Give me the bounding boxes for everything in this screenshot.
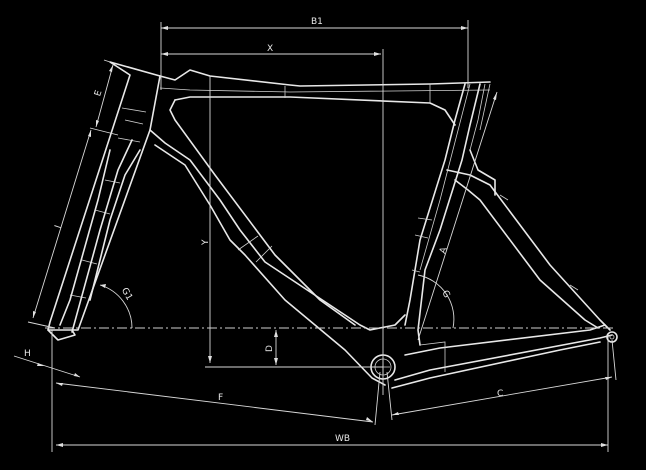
dimension-lines: [13, 20, 617, 452]
label-g: G: [439, 289, 451, 300]
head-tube: [47, 61, 161, 331]
label-y: Y: [201, 239, 211, 246]
fork: [47, 329, 76, 341]
label-a: A: [438, 245, 450, 255]
chain-stays: [391, 324, 613, 389]
label-c: C: [497, 389, 503, 399]
label-g1: G1: [119, 286, 134, 302]
seat-tube: [404, 83, 481, 346]
down-tube: [149, 129, 406, 331]
label-h: H: [24, 349, 31, 359]
frame-drawing: [47, 61, 618, 389]
label-i: I: [54, 224, 64, 230]
label-b1: B1: [311, 17, 323, 27]
seat-stays: [446, 169, 611, 331]
dimension-labels: B1 X Y E I G1 A G D H F C WB: [24, 17, 503, 444]
label-f: F: [218, 393, 223, 403]
top-tube: [159, 69, 491, 126]
label-x: X: [267, 44, 273, 54]
label-d: D: [265, 345, 275, 352]
label-wb: WB: [335, 434, 350, 444]
label-e: E: [93, 89, 104, 98]
